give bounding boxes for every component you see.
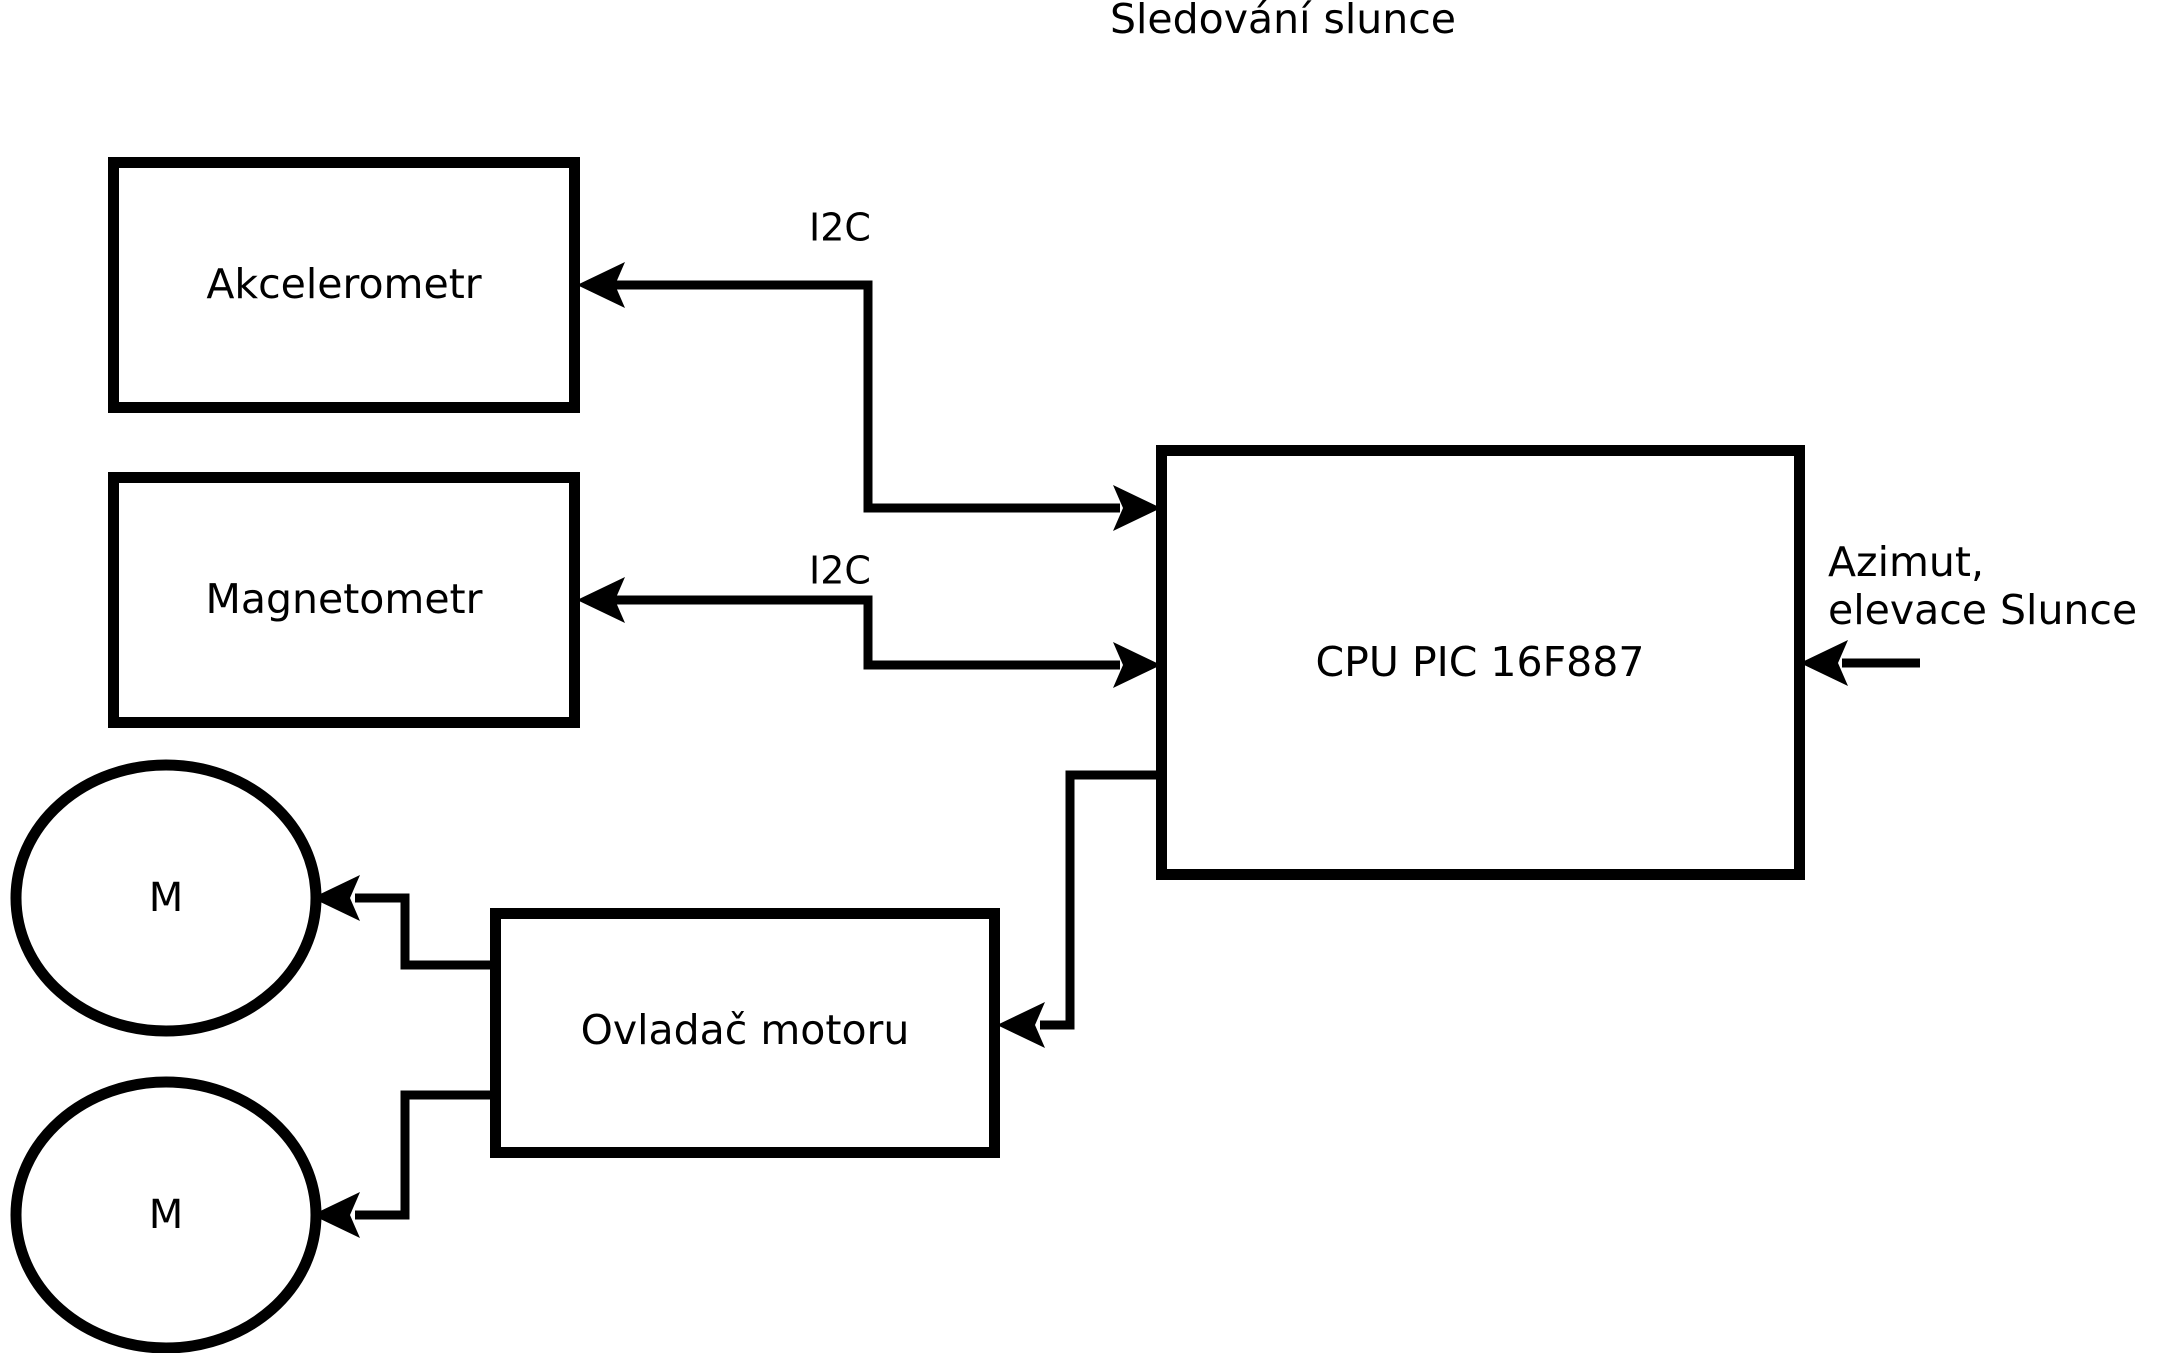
motor-top-label: M: [149, 875, 184, 921]
motor-driver-box: [490, 908, 1000, 1158]
cpu-label: CPU PIC 16F887: [1316, 638, 1645, 686]
page-title: Sledování slunce: [1110, 0, 1456, 43]
magnetometer-box: [108, 472, 580, 728]
accelerometer-box: [108, 157, 580, 413]
node-motor-driver[interactable]: Ovladač motoru: [490, 908, 1000, 1158]
magnetometer-bus-label: I2C: [809, 549, 871, 593]
accelerometer-label: Akcelerometr: [206, 260, 481, 308]
node-magnetometer[interactable]: Magnetometr: [108, 472, 580, 728]
cpu-motor-driver-path: [1040, 770, 1161, 1030]
motor-bottom-label: M: [149, 1192, 184, 1238]
arrowhead-into-magnetometer: [577, 577, 625, 623]
node-motor-top[interactable]: M: [10, 759, 322, 1037]
arrowhead-into-cpu-from-magnetometer: [1113, 642, 1161, 688]
edge-cpu-accelerometer: I2C: [577, 206, 1161, 531]
node-cpu[interactable]: CPU PIC 16F887: [1156, 445, 1805, 880]
node-motor-bottom[interactable]: M: [10, 1076, 322, 1353]
arrowhead-into-cpu-from-accelerometer: [1113, 485, 1161, 531]
edge-cpu-magnetometer: I2C: [577, 549, 1161, 688]
sun-input-label-line2: elevace Slunce: [1828, 586, 2137, 634]
magnetometer-bus-path: [612, 595, 1120, 670]
accelerometer-bus-label: I2C: [809, 206, 871, 250]
motor-top-path: [355, 893, 495, 970]
edge-cpu-motor-driver: [997, 770, 1161, 1048]
arrowhead-into-motor-driver: [997, 1002, 1045, 1048]
motor-bottom-path: [355, 1090, 495, 1220]
edge-motor-driver-motor-bottom: [312, 1090, 495, 1238]
motor-driver-label: Ovladač motoru: [581, 1006, 910, 1054]
arrowhead-into-accelerometer: [577, 262, 625, 308]
magnetometer-label: Magnetometr: [206, 575, 483, 623]
cpu-box: [1156, 445, 1805, 880]
arrowhead-into-motor-bottom: [312, 1192, 360, 1238]
accelerometer-bus-path: [612, 280, 1120, 513]
edge-sun-input-cpu: Azimut, elevace Slunce: [1800, 538, 2137, 686]
sun-input-label-line1: Azimut,: [1828, 538, 1984, 586]
node-accelerometer[interactable]: Akcelerometr: [108, 157, 580, 413]
arrowhead-into-cpu-from-sun: [1800, 640, 1848, 686]
arrowhead-into-motor-top: [312, 875, 360, 921]
edge-motor-driver-motor-top: [312, 875, 495, 970]
